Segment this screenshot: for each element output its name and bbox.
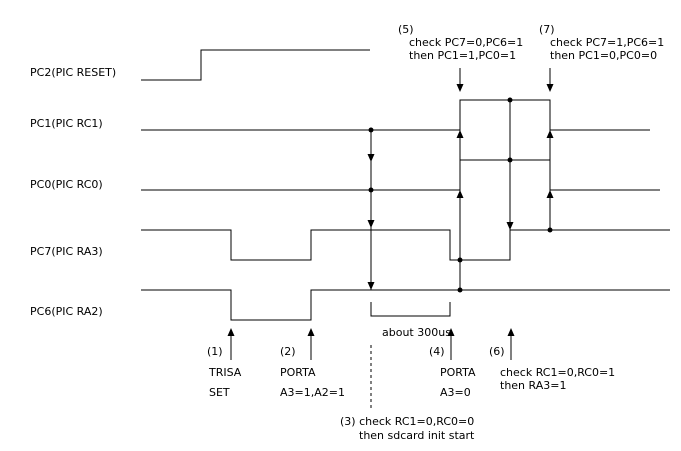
step4-number: (4) bbox=[429, 345, 445, 358]
signal-label-pc6: PC6(PIC RA2) bbox=[30, 305, 103, 318]
signal-label-pc2: PC2(PIC RESET) bbox=[30, 66, 116, 79]
pointer-arrow-step2 bbox=[307, 328, 315, 360]
step3-line1: (3) check RC1=0,RC0=0 bbox=[340, 415, 474, 428]
step6-line1: check RC1=0,RC0=1 bbox=[500, 366, 615, 379]
signal-label-pc7: PC7(PIC RA3) bbox=[30, 245, 103, 258]
check-line-step6 bbox=[506, 97, 514, 230]
step5-line3: then PC1=1,PC0=1 bbox=[409, 49, 516, 62]
waveform-pc2 bbox=[141, 49, 370, 81]
pointer-arrow-step1 bbox=[227, 328, 235, 360]
waveform-pc7 bbox=[141, 229, 670, 261]
check-line-step5 bbox=[456, 100, 464, 293]
check-line-step7 bbox=[546, 100, 554, 233]
pointer-arrow-step4 bbox=[447, 328, 455, 360]
step5-line2: check PC7=0,PC6=1 bbox=[409, 36, 523, 49]
check-line-step3 bbox=[367, 127, 375, 290]
step7-line2: check PC7=1,PC6=1 bbox=[550, 36, 664, 49]
duration-bracket bbox=[370, 302, 451, 317]
step1-line1: TRISA bbox=[208, 366, 242, 379]
step2-line2: A3=1,A2=1 bbox=[280, 386, 345, 399]
pointer-arrow-step7 bbox=[546, 68, 554, 92]
pointer-arrow-step6 bbox=[507, 328, 515, 360]
step6-line2: then RA3=1 bbox=[500, 379, 566, 392]
signal-label-pc1: PC1(PIC RC1) bbox=[30, 117, 103, 130]
step5-line1: (5) bbox=[398, 23, 414, 36]
duration-label: about 300us bbox=[382, 326, 451, 339]
step7-line3: then PC1=0,PC0=0 bbox=[550, 49, 657, 62]
pointer-arrow-step5 bbox=[456, 68, 464, 92]
step2-line1: PORTA bbox=[280, 366, 316, 379]
step7-line1: (7) bbox=[539, 23, 555, 36]
step3-line2: then sdcard init start bbox=[359, 429, 475, 442]
signal-label-pc0: PC0(PIC RC0) bbox=[30, 178, 103, 191]
step4-line2: A3=0 bbox=[440, 386, 471, 399]
step4-line1: PORTA bbox=[440, 366, 476, 379]
waveform-pc1 bbox=[141, 99, 650, 131]
step1-number: (1) bbox=[207, 345, 223, 358]
step2-number: (2) bbox=[280, 345, 296, 358]
waveform-pc0 bbox=[141, 159, 660, 191]
step6-number: (6) bbox=[489, 345, 505, 358]
step1-line2: SET bbox=[209, 386, 230, 399]
